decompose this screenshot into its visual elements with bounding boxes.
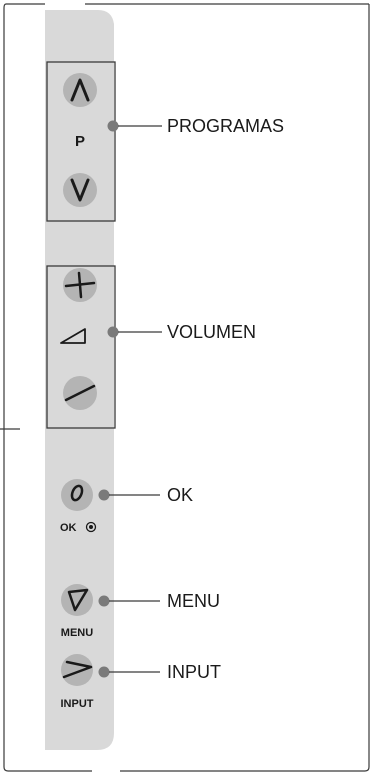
ok-icon xyxy=(70,484,84,502)
program-down-icon xyxy=(70,178,90,202)
ok-label: OK xyxy=(167,485,193,505)
input-caption: INPUT xyxy=(61,698,94,710)
ok-button[interactable] xyxy=(61,479,93,511)
program-up-button[interactable] xyxy=(63,73,97,107)
program-down-button[interactable] xyxy=(63,173,97,207)
frame-outline xyxy=(3,3,92,772)
frame-right-edge xyxy=(120,4,370,772)
menu-icon xyxy=(67,588,89,612)
menu-button[interactable] xyxy=(61,584,93,616)
menu-label: MENU xyxy=(167,591,220,611)
input-icon xyxy=(62,660,93,679)
programas-label: PROGRAMAS xyxy=(167,116,284,136)
program-button-group xyxy=(46,61,116,222)
ok-caption-bullet-dot xyxy=(89,525,93,529)
volumen-dot xyxy=(107,326,119,338)
input-dot xyxy=(98,666,110,678)
ok-caption: OK xyxy=(60,522,77,534)
menu-dot xyxy=(98,595,110,607)
input-button[interactable] xyxy=(61,654,93,686)
volume-plus-icon xyxy=(64,271,96,299)
ok-caption-bullet xyxy=(85,521,97,533)
volume-level-icon xyxy=(60,328,86,344)
menu-caption: MENU xyxy=(61,627,93,639)
callout-leaders xyxy=(98,120,162,678)
programas-dot xyxy=(107,120,119,132)
frame xyxy=(0,3,370,772)
program-label: P xyxy=(75,133,85,150)
volume-minus-icon xyxy=(64,384,96,402)
volumen-label: VOLUMEN xyxy=(167,322,256,342)
volume-button-group xyxy=(46,265,116,429)
ok-dot xyxy=(98,489,110,501)
input-label: INPUT xyxy=(167,662,221,682)
program-up-icon xyxy=(70,78,90,102)
